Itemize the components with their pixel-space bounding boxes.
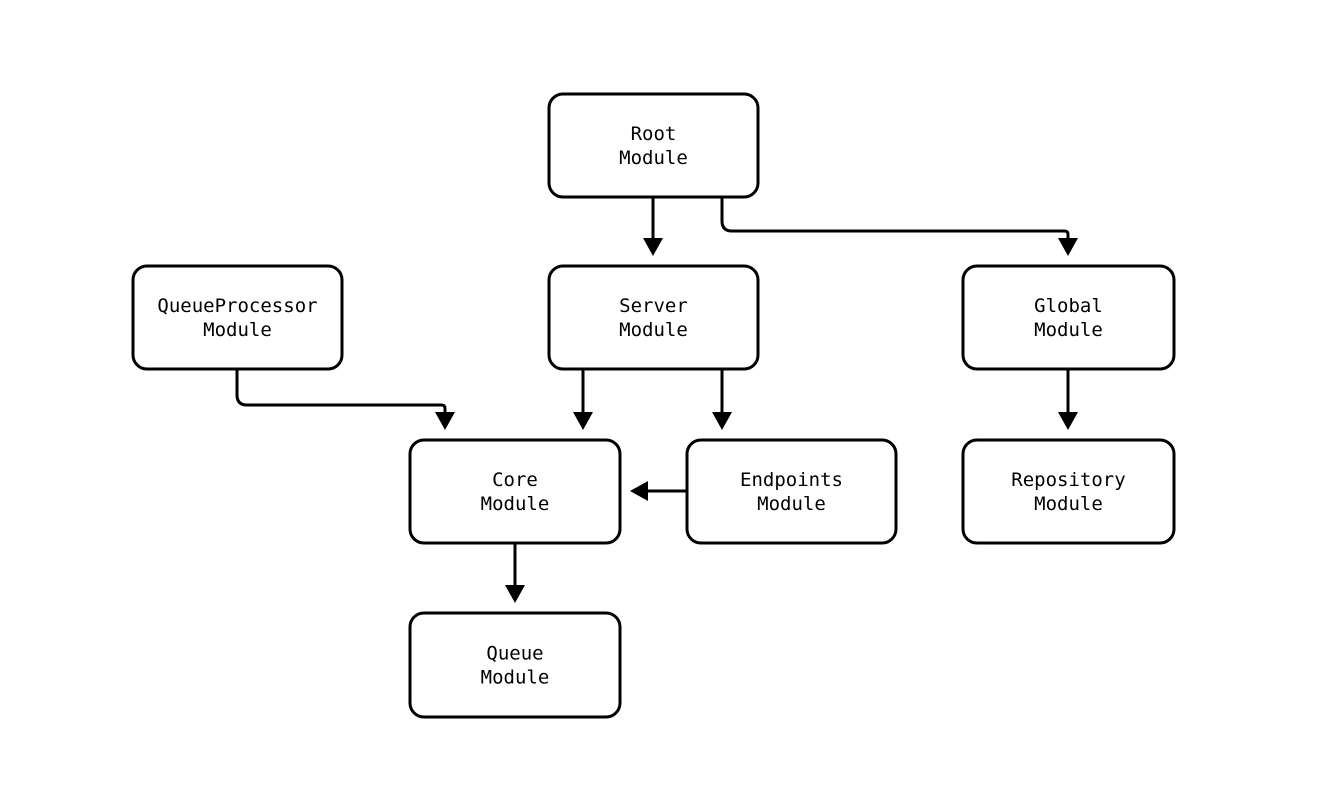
node-label-endpoints-line2: Module bbox=[757, 493, 826, 515]
node-label-repository-line1: Repository bbox=[1011, 469, 1125, 491]
edge-arrowhead bbox=[712, 412, 732, 430]
edge-endpoints-to-core bbox=[630, 481, 687, 501]
edge-server-to-endpoints bbox=[712, 369, 732, 430]
node-label-server-line1: Server bbox=[619, 295, 688, 317]
edge-server-to-core bbox=[573, 369, 593, 430]
edge-queueprocessor-to-core bbox=[235, 369, 455, 430]
edge-arrowhead bbox=[435, 412, 455, 430]
node-box-queue[interactable] bbox=[408, 611, 622, 719]
node-label-queue-line1: Queue bbox=[486, 643, 543, 665]
edges-layer bbox=[235, 197, 1078, 603]
edge-arrowhead bbox=[1058, 412, 1078, 430]
edge-line bbox=[720, 197, 1070, 238]
edge-line bbox=[235, 369, 447, 412]
node-label-queueprocessor-line2: Module bbox=[203, 319, 272, 341]
node-label-root-line2: Module bbox=[619, 147, 688, 169]
node-box-repository[interactable] bbox=[961, 438, 1176, 545]
node-label-global-line1: Global bbox=[1034, 295, 1103, 317]
nodes-layer: RootModuleQueueProcessorModuleServerModu… bbox=[131, 92, 1176, 719]
node-box-core[interactable] bbox=[408, 438, 622, 545]
edge-arrowhead bbox=[630, 481, 648, 501]
node-box-endpoints[interactable] bbox=[685, 438, 898, 545]
node-label-global-line2: Module bbox=[1034, 319, 1103, 341]
edge-global-to-repository bbox=[1058, 369, 1078, 430]
node-label-repository-line2: Module bbox=[1034, 493, 1103, 515]
edge-arrowhead bbox=[1058, 238, 1078, 256]
edge-core-to-queue bbox=[505, 543, 525, 603]
edge-arrowhead bbox=[505, 585, 525, 603]
node-box-queueprocessor[interactable] bbox=[131, 264, 344, 371]
node-label-endpoints-line1: Endpoints bbox=[740, 469, 843, 491]
edge-arrowhead bbox=[643, 238, 663, 256]
edge-root-to-server bbox=[643, 197, 663, 256]
node-box-global[interactable] bbox=[961, 264, 1176, 371]
node-label-queueprocessor-line1: QueueProcessor bbox=[157, 295, 317, 317]
edge-root-to-global bbox=[720, 197, 1078, 256]
node-box-root[interactable] bbox=[547, 92, 760, 199]
node-label-root-line1: Root bbox=[631, 123, 677, 145]
node-box-server[interactable] bbox=[547, 264, 760, 371]
node-label-core-line1: Core bbox=[492, 469, 538, 491]
edge-arrowhead bbox=[573, 412, 593, 430]
node-label-server-line2: Module bbox=[619, 319, 688, 341]
node-label-core-line2: Module bbox=[481, 493, 550, 515]
node-label-queue-line2: Module bbox=[481, 667, 550, 689]
